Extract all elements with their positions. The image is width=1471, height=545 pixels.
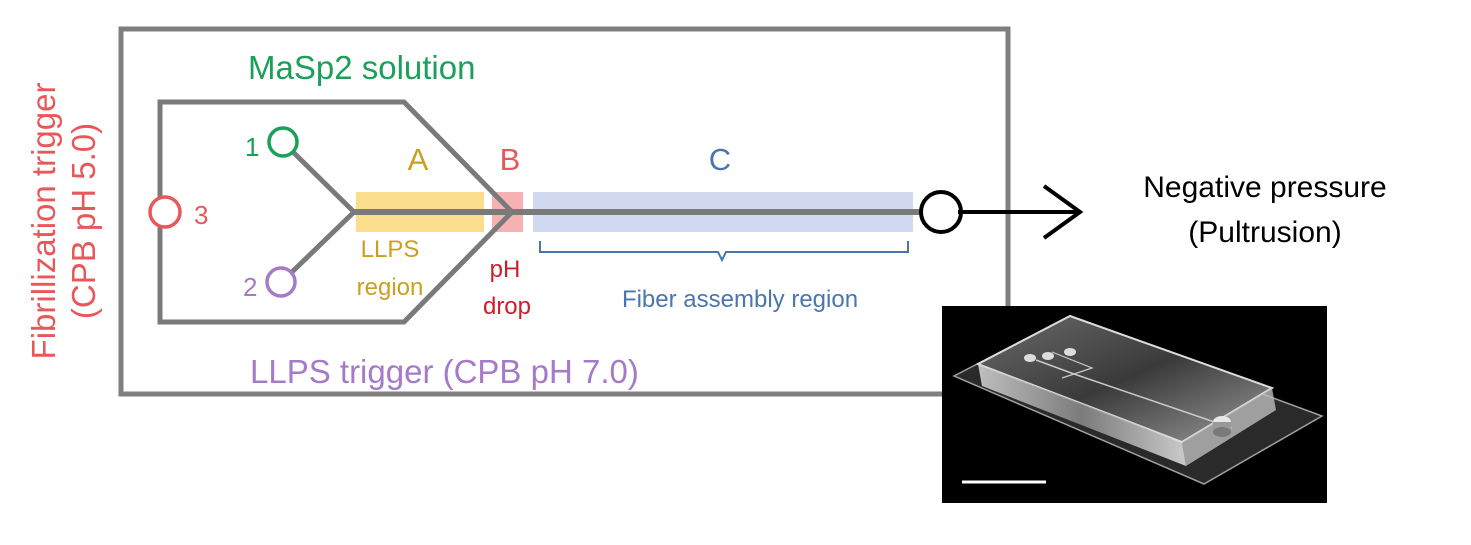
outlet-circle xyxy=(919,190,963,234)
fibrillization-trigger-label: Fibrillization trigger xyxy=(25,83,62,360)
llps-region-label-line2: region xyxy=(357,274,424,301)
llps-trigger-label: LLPS trigger (CPB pH 7.0) xyxy=(250,353,639,390)
negative-pressure-label: Negative pressure xyxy=(1143,171,1386,204)
pultrusion-label: (Pultrusion) xyxy=(1188,216,1341,249)
port-2-number: 2 xyxy=(243,272,257,302)
llps-region-label-line1: LLPS xyxy=(361,236,420,263)
port-2-circle xyxy=(265,266,297,298)
fiber-assembly-region-label: Fiber assembly region xyxy=(622,286,858,313)
region-c-letter: C xyxy=(709,142,731,177)
fibrillization-trigger-ph-label: (CPB pH 5.0) xyxy=(65,123,102,319)
port-3-number: 3 xyxy=(194,200,208,230)
chip-channel-branch xyxy=(1051,351,1094,379)
port-1-number: 1 xyxy=(245,132,259,162)
chip-block-edge xyxy=(978,364,1186,466)
chip-port xyxy=(1042,352,1054,360)
chip-outlet-port-base xyxy=(1213,427,1231,437)
region-c-bracket xyxy=(539,241,909,263)
port-1-circle xyxy=(267,126,299,158)
outlet-arrow-head-icon xyxy=(1042,184,1084,240)
inlet-2-channel xyxy=(290,210,356,274)
port-3-circle xyxy=(148,195,182,229)
chip-port xyxy=(1024,354,1036,362)
microfluidic-chip-photo xyxy=(942,306,1327,503)
ph-drop-label-line1: pH xyxy=(490,256,521,283)
ph-drop-label-line2: drop xyxy=(483,293,531,320)
chip-photo-icon xyxy=(952,314,1324,485)
chip-port xyxy=(1064,348,1076,356)
region-a-letter: A xyxy=(408,142,429,177)
region-b-letter: B xyxy=(500,142,521,177)
masp2-solution-label: MaSp2 solution xyxy=(248,49,475,86)
inlet-1-channel xyxy=(290,149,356,214)
